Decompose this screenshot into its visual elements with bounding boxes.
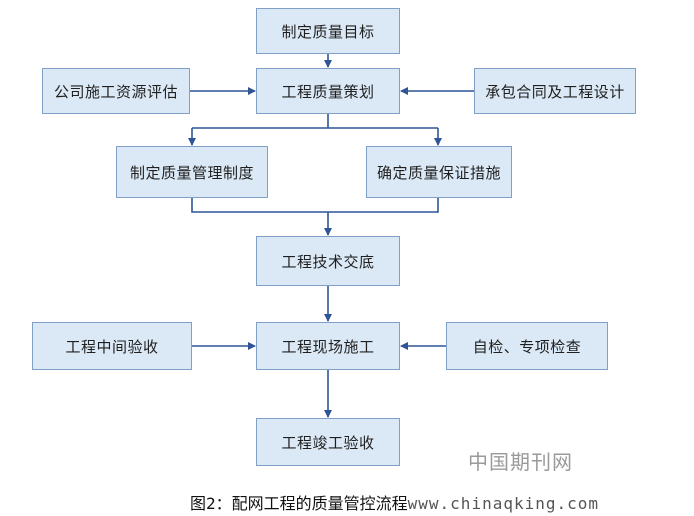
node-set-quality-goal: 制定质量目标 <box>256 8 400 54</box>
node-resource-assessment: 公司施工资源评估 <box>42 68 190 114</box>
node-technical-disclosure: 工程技术交底 <box>256 236 400 286</box>
caption-text: 图2：配网工程的质量管控流程 <box>190 494 408 513</box>
node-self-inspection: 自检、专项检查 <box>446 322 608 370</box>
connector-merge <box>191 198 439 213</box>
connector-plan-split <box>192 114 438 129</box>
watermark: 中国期刊网 <box>468 450 573 474</box>
node-quality-planning: 工程质量策划 <box>256 68 400 114</box>
node-quality-management-system: 制定质量管理制度 <box>116 146 268 198</box>
node-completion-acceptance: 工程竣工验收 <box>256 418 400 466</box>
figure-caption: 图2：配网工程的质量管控流程www.chinaqking.com <box>190 490 599 514</box>
node-site-construction: 工程现场施工 <box>256 322 400 370</box>
watermark-url: www.chinaqking.com <box>407 494 600 513</box>
node-quality-assurance-measures: 确定质量保证措施 <box>366 146 512 198</box>
node-contract-and-design: 承包合同及工程设计 <box>474 68 636 114</box>
node-intermediate-acceptance: 工程中间验收 <box>32 322 192 370</box>
